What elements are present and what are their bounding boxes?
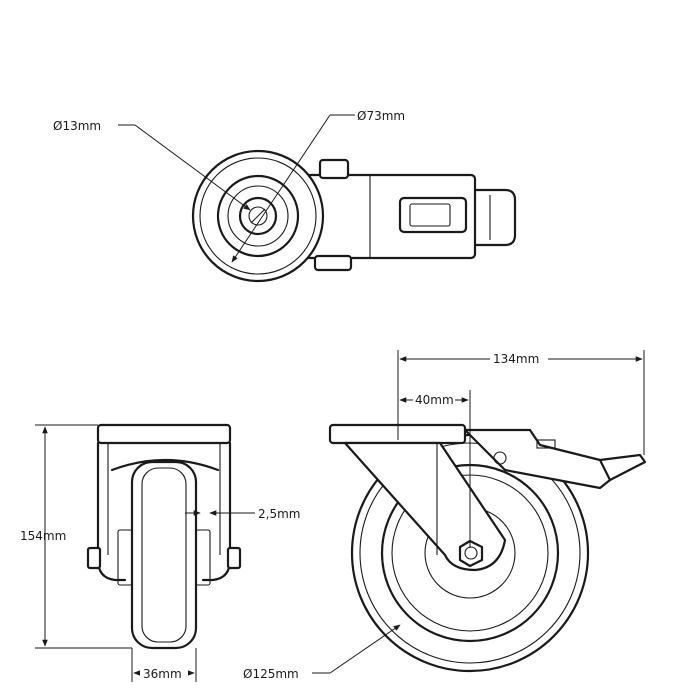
axle-diameter-label: Ø13mm	[53, 119, 101, 133]
wheel-diameter-label: Ø125mm	[243, 667, 299, 681]
wheel-width-label: 36mm	[143, 667, 182, 681]
overall-length-label: 134mm	[493, 352, 539, 366]
clearance-label: 2,5mm	[258, 507, 300, 521]
side-view	[328, 423, 647, 673]
front-view	[86, 423, 242, 650]
overall-height-label: 154mm	[20, 529, 66, 543]
top-view	[118, 114, 517, 283]
offset-label: 40mm	[415, 393, 454, 407]
top-wheel-diameter-label: Ø73mm	[357, 109, 405, 123]
